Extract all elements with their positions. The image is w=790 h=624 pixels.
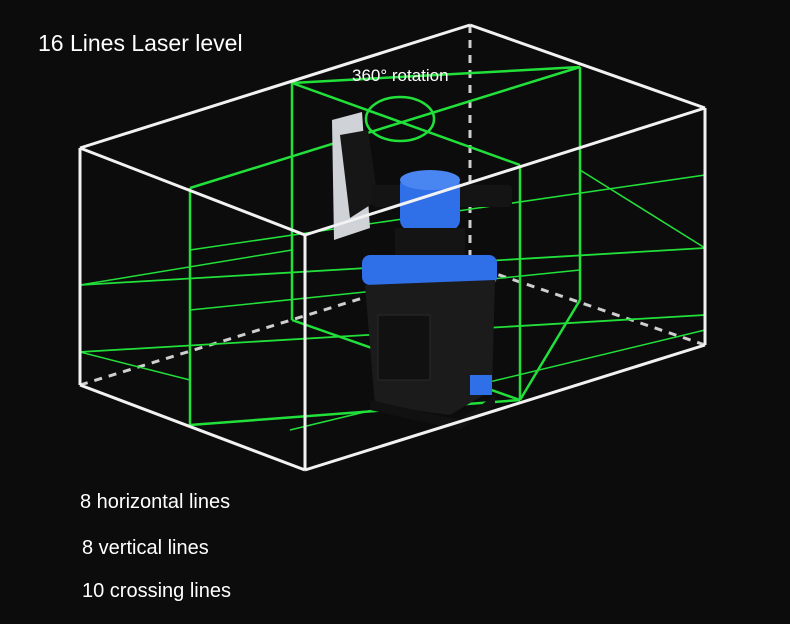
device-top-cover xyxy=(362,255,497,285)
feature-crossing-lines: 10 crossing lines xyxy=(82,580,231,602)
page-title: 16 Lines Laser level xyxy=(38,30,243,56)
box-edges xyxy=(78,23,707,472)
laser-level-device xyxy=(332,112,512,430)
feature-vertical-lines: 8 vertical lines xyxy=(82,537,209,559)
feature-horizontal-lines: 8 horizontal lines xyxy=(80,491,231,513)
rotating-head xyxy=(400,175,460,230)
rotation-label: 360° rotation xyxy=(352,66,449,85)
rotation-ellipse xyxy=(364,95,436,143)
hidden-box-edges xyxy=(79,25,706,387)
